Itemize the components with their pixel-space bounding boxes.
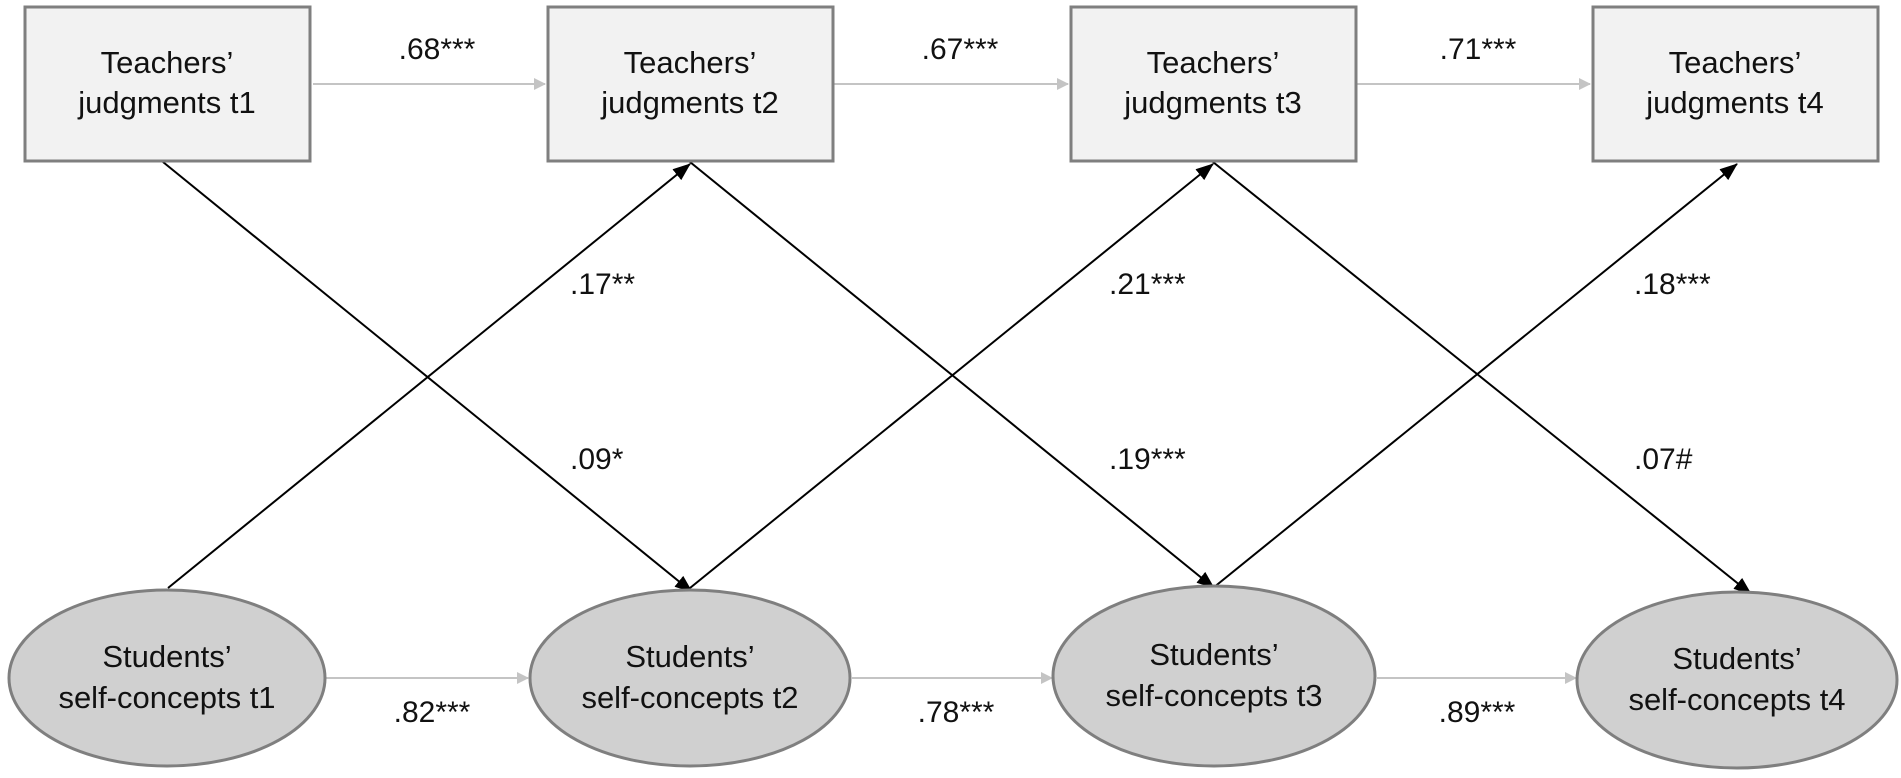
student-node-t4-line2: self-concepts t4 — [1628, 682, 1845, 717]
student-node-t2-line1: Students’ — [625, 639, 754, 674]
teacher-node-t1-line2: judgments t1 — [77, 85, 256, 120]
teacher-node-t1: Teachers’ judgments t1 — [23, 5, 312, 163]
student-node-t3: Students’ self-concepts t3 — [1051, 584, 1377, 768]
student-node-t1-line1: Students’ — [102, 639, 231, 674]
student-node-t2: Students’ self-concepts t2 — [528, 588, 852, 768]
teacher-node-t2-line1: Teachers’ — [624, 45, 757, 80]
teacher-to-student-coef-2-3: .19*** — [1109, 443, 1186, 476]
teacher-node-t3-line1: Teachers’ — [1147, 45, 1280, 80]
teacher-node-t4-line2: judgments t4 — [1645, 85, 1824, 120]
student-stability-coef-1-2: .82*** — [394, 696, 471, 729]
teacher-to-student-arrow-2-3 — [689, 161, 1215, 589]
teacher-to-student-arrow-1-2 — [162, 161, 693, 593]
teacher-to-student-coef-1-2: .09* — [570, 443, 624, 476]
student-node-t3-line1: Students’ — [1149, 637, 1278, 672]
student-node-t1-line2: self-concepts t1 — [58, 680, 275, 715]
student-to-teacher-coef-1-2: .17** — [570, 268, 635, 301]
teacher-stability-coef-1-2: .68*** — [399, 33, 476, 66]
student-to-teacher-coef-2-3: .21*** — [1109, 268, 1186, 301]
student-node-t4-line1: Students’ — [1672, 641, 1801, 676]
student-node-t4: Students’ self-concepts t4 — [1575, 590, 1899, 770]
student-to-teacher-arrow-1-2 — [167, 163, 691, 589]
student-to-teacher-coef-3-4: .18*** — [1634, 268, 1711, 301]
student-stability-coef-3-4: .89*** — [1439, 696, 1516, 729]
student-node-t3-line2: self-concepts t3 — [1105, 678, 1322, 713]
teacher-stability-coef-3-4: .71*** — [1440, 33, 1517, 66]
teacher-node-t1-line1: Teachers’ — [101, 45, 234, 80]
teacher-to-student-arrow-3-4 — [1212, 161, 1752, 595]
student-to-teacher-arrow-2-3 — [689, 163, 1214, 589]
teacher-node-t2: Teachers’ judgments t2 — [546, 5, 835, 163]
teacher-node-t3: Teachers’ judgments t3 — [1069, 5, 1358, 163]
teacher-node-t3-line2: judgments t3 — [1123, 85, 1302, 120]
teacher-stability-coef-2-3: .67*** — [922, 33, 999, 66]
teacher-node-t2-line2: judgments t2 — [600, 85, 779, 120]
teacher-node-t4: Teachers’ judgments t4 — [1591, 5, 1880, 163]
student-to-teacher-arrow-3-4 — [1212, 163, 1738, 589]
student-node-t2-line2: self-concepts t2 — [581, 680, 798, 715]
student-stability-coef-2-3: .78*** — [918, 696, 995, 729]
student-node-t1: Students’ self-concepts t1 — [7, 588, 327, 768]
teacher-to-student-coef-3-4: .07# — [1634, 443, 1693, 476]
teacher-node-t4-line1: Teachers’ — [1669, 45, 1802, 80]
